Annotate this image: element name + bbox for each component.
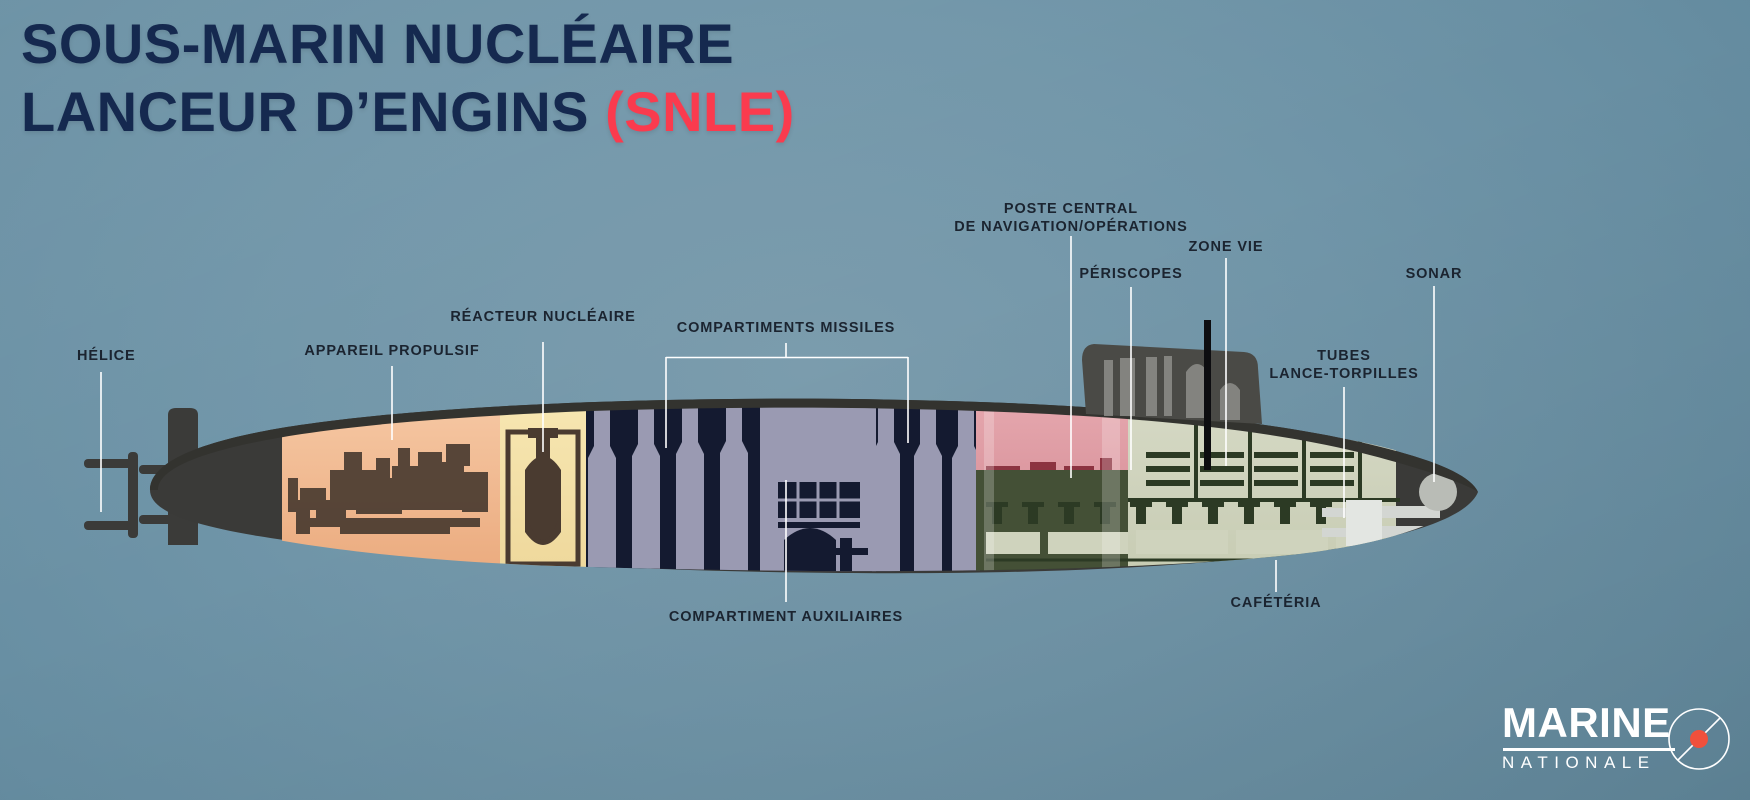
compartment-missiles (586, 402, 980, 572)
logo-wordmark: MARINE NATIONALE (1502, 702, 1675, 771)
leader-lines (100, 236, 1435, 602)
logo-emblem-dot (1690, 730, 1708, 748)
label-sonar: SONAR (1405, 266, 1463, 282)
label-tubes-lance-torpilles: TUBES LANCE-TORPILLES (1269, 347, 1418, 383)
label-zone-vie: ZONE VIE (1188, 239, 1264, 255)
label-poste-central: POSTE CENTRAL DE NAVIGATION/OPÉRATIONS (954, 200, 1187, 236)
sonar-dome (1419, 473, 1457, 511)
missile-tube-group (588, 402, 980, 572)
title-accent-snle: (SNLE) (605, 80, 795, 144)
label-reacteur-nucleaire: RÉACTEUR NUCLÉAIRE (450, 309, 636, 325)
logo-divider (1503, 748, 1675, 751)
label-tubes-line1: TUBES (1317, 348, 1371, 364)
bunk-rows (1146, 452, 1354, 486)
label-tubes-line2: LANCE-TORPILLES (1269, 366, 1419, 383)
marine-nationale-logo: MARINE NATIONALE (1502, 702, 1732, 778)
label-compartiments-missiles: COMPARTIMENTS MISSILES (676, 320, 896, 336)
label-appareil-propulsif: APPAREIL PROPULSIF (304, 343, 480, 359)
bulkhead-highlights (984, 402, 1120, 572)
label-cafeteria: CAFÉTÉRIA (1230, 595, 1322, 611)
logo-marine-text: MARINE (1502, 699, 1671, 746)
lower-deck-rooms (986, 530, 1386, 554)
title-line-2: LANCEUR D’ENGINS (SNLE) (21, 78, 795, 146)
label-periscopes: PÉRISCOPES (1079, 266, 1183, 282)
logo-nationale-text: NATIONALE (1502, 753, 1656, 772)
title-line-2-main: LANCEUR D’ENGINS (21, 80, 606, 144)
label-poste-central-line2: DE NAVIGATION/OPÉRATIONS (954, 219, 1188, 236)
title-line-1: SOUS-MARIN NUCLÉAIRE (21, 12, 735, 75)
hull-interior (282, 402, 1457, 572)
label-poste-central-line1: POSTE CENTRAL (1003, 201, 1139, 217)
page-title: SOUS-MARIN NUCLÉAIRE LANCEUR D’ENGINS (S… (21, 10, 795, 147)
auxiliary-machinery-block (760, 402, 876, 572)
label-helice: HÉLICE (77, 348, 136, 364)
label-compartiment-auxiliaires: COMPARTIMENT AUXILIAIRES (668, 609, 904, 625)
periscope-mast (1204, 320, 1211, 470)
logo-compass-emblem (1668, 708, 1730, 770)
compartment-propulsion (282, 402, 500, 572)
